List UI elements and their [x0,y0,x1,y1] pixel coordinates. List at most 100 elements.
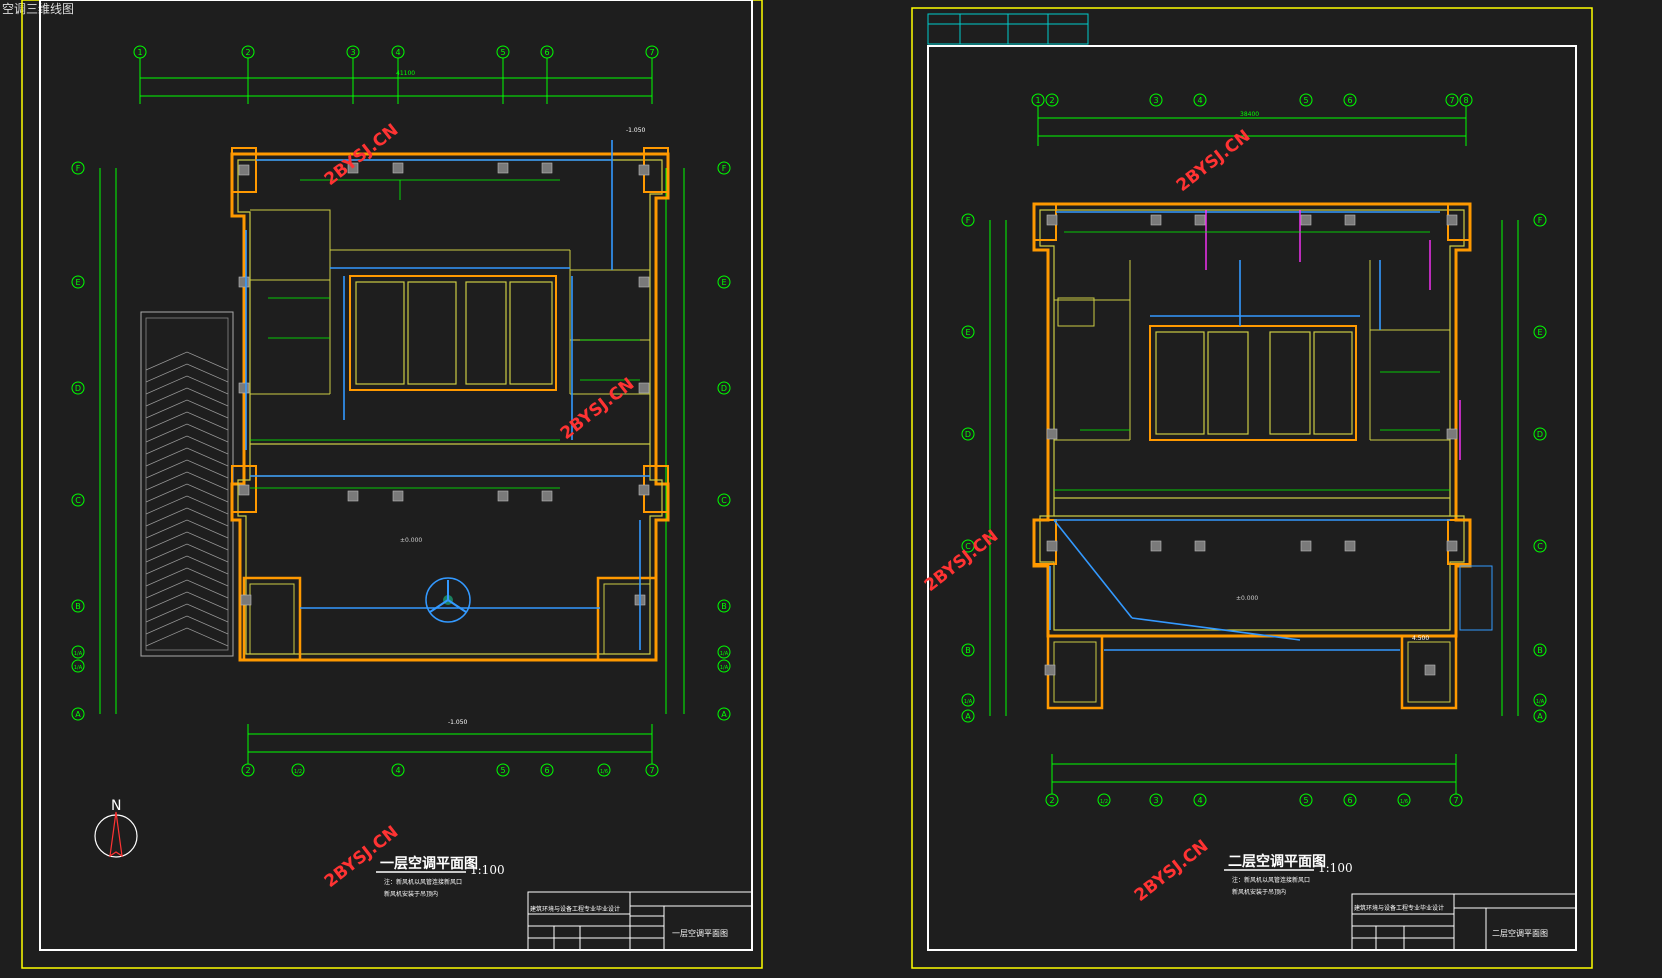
sheet-1-titleblock-school: 建筑环境与设备工程专业毕业设计 [530,905,620,913]
axis-bubble-right-3: C [717,493,731,507]
axis-bubble-left-7: A [71,707,85,721]
sheet-1-title-block [527,891,753,951]
svg-text:1: 1 [1035,96,1040,105]
axis-bubble-top-3: 3 [346,45,360,59]
axis-bubble-top-7: 7 [645,45,659,59]
sheet-1-bottom-dimensions [247,724,653,764]
axis-bubble-left-5: 1/A [71,645,85,659]
svg-text:5: 5 [500,766,505,775]
north-label: N [111,798,121,814]
sheet-2-bottom-dimensions [1051,754,1457,794]
axis-bubble-left-s2-3: C [961,539,975,553]
watermarks: 2BYSJ.CN2BYSJ.CN2BYSJ.CN2BYSJ.CN2BYSJ.CN… [321,120,1255,906]
axis-bubble-left-3: C [71,493,85,507]
svg-text:6: 6 [1347,796,1352,805]
svg-text:D: D [1537,430,1543,439]
axis-bubble-bottom-4: 6 [540,763,554,777]
svg-text:2: 2 [1049,96,1054,105]
sheet-2-building-walls [1032,202,1493,710]
axis-bubble-right-s2-6: A [1533,709,1547,723]
svg-text:1/A: 1/A [964,699,973,705]
svg-text:1: 1 [137,48,142,57]
svg-text:1/2: 1/2 [1100,799,1108,805]
axis-bubble-bottom-s2-5: 6 [1343,793,1357,807]
sheet-2-side-dimensions [989,220,1519,716]
sheet-2-title: 二层空调平面图 [1228,853,1326,870]
axis-bubble-bottom-s2-1: 1/2 [1097,793,1111,807]
svg-text:E: E [721,278,726,287]
axis-bubble-right-s2-3: C [1533,539,1547,553]
axis-bubble-left-s2-6: A [961,709,975,723]
axis-bubble-top-s2-5: 5 [1299,93,1313,107]
sheet-1-ducts [245,140,650,650]
svg-text:1/A: 1/A [74,665,83,671]
axis-bubble-bottom-s2-4: 5 [1299,793,1313,807]
svg-text:6: 6 [544,766,549,775]
sheet-2-title-block [1351,893,1577,951]
axis-bubble-top-s2-2: 2 [1045,93,1059,107]
svg-text:E: E [965,328,970,337]
axis-bubble-right-1: E [717,275,731,289]
svg-text:B: B [1537,646,1543,655]
svg-text:2: 2 [1049,796,1054,805]
axis-bubble-bottom-2: 4 [391,763,405,777]
svg-text:1/6: 1/6 [1400,799,1408,805]
svg-text:2: 2 [245,48,250,57]
axis-bubble-right-7: A [717,707,731,721]
axis-bubble-bottom-6: 7 [645,763,659,777]
svg-text:7: 7 [1453,796,1458,805]
svg-text:5: 5 [500,48,505,57]
svg-text:F: F [966,216,971,225]
sheet-2-elev-stair: 4.500 [1412,635,1429,642]
sheet-2-columns [1044,214,1458,676]
axis-bubble-right-0: F [717,161,731,175]
axis-bubble-left-2: D [71,381,85,395]
north-arrow: N [94,798,138,858]
svg-text:C: C [1537,542,1543,551]
sheet-1-inner-dims [250,179,640,489]
svg-text:7: 7 [1449,96,1454,105]
sheet-1-top-dimensions [139,58,653,104]
sheet-2-ducts [1049,211,1450,651]
sheet-1-side-dimensions [99,168,685,714]
svg-text:3: 3 [1153,96,1158,105]
axis-bubble-left-s2-5: 1/A [961,693,975,707]
axis-bubble-top-s2-1: 1 [1031,93,1045,107]
sheet-2-revision-table [927,13,1089,45]
svg-text:8: 8 [1463,96,1468,105]
svg-text:B: B [721,602,727,611]
sheet-1-note-2: 新风机安装于吊顶内 [384,890,438,898]
svg-text:1/A: 1/A [720,665,729,671]
axis-bubble-top-5: 5 [496,45,510,59]
axis-bubble-right-s2-5: 1/A [1533,693,1547,707]
svg-text:C: C [75,496,81,505]
svg-text:6: 6 [1347,96,1352,105]
axis-bubble-top-2: 2 [241,45,255,59]
axis-bubble-right-s2-0: F [1533,213,1547,227]
axis-bubble-left-6: 1/A [71,659,85,673]
axis-bubble-top-6: 6 [540,45,554,59]
svg-text:3: 3 [350,48,355,57]
svg-text:7: 7 [649,766,654,775]
sheet-2-note-1: 注：新风机以风管连接新风口 [1232,876,1310,884]
sheet-1-note-1: 注：新风机以风管连接新风口 [384,878,462,886]
axis-bubble-right-s2-4: B [1533,643,1547,657]
sheet-2-total-dim: 38400 [1240,111,1259,118]
sheet-1-outer-frame [21,0,763,969]
sheet-1-titleblock-name: 一层空调平面图 [672,928,728,938]
axis-bubble-right-s2-1: E [1533,325,1547,339]
svg-text:F: F [76,164,81,173]
sheet-2-scale: 1:100 [1318,861,1353,875]
sheet-1-elev-bottom: -1.050 [448,719,468,726]
svg-text:C: C [721,496,727,505]
svg-text:4: 4 [395,766,400,775]
svg-text:F: F [1538,216,1543,225]
sheet-2-elev-mid: ±0.000 [1236,595,1258,602]
svg-text:1/A: 1/A [720,651,729,657]
axis-bubble-bottom-s2-6: 1/6 [1397,793,1411,807]
